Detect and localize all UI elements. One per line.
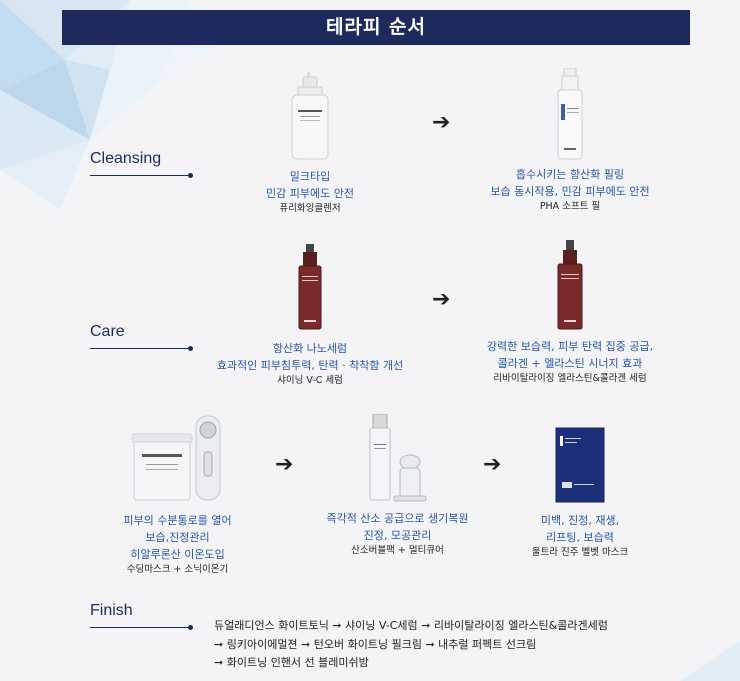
product-desc-2: 효과적인 피부침투력, 탄력 · 착착함 개선 bbox=[215, 357, 405, 374]
arrow-icon: ➔ bbox=[432, 287, 450, 312]
product-oxygen-bubble-pack: 즉각적 산소 공급으로 생기복원 진정, 모공관리 산소버블팩 + 멀티큐어 bbox=[315, 414, 480, 558]
revitalizing-serum-bottle-image bbox=[555, 240, 585, 330]
section-divider-care bbox=[90, 348, 190, 349]
section-label-finish: Finish bbox=[90, 602, 133, 620]
arrow-icon: ➔ bbox=[483, 452, 501, 477]
product-desc-2: 리프팅, 보습력 bbox=[520, 529, 640, 546]
product-name: 퓨리화잉클렌저 bbox=[235, 202, 385, 216]
product-name: 울트라 진주 벨벳 마스크 bbox=[520, 546, 640, 560]
product-desc-1: 즉각적 산소 공급으로 생기복원 bbox=[315, 510, 480, 527]
vc-serum-bottle-image bbox=[296, 244, 324, 330]
product-pha-soft-peel: 흡수시키는 항산화 필링 보습 동시작용, 민감 피부에도 안전 PHA 소프트… bbox=[470, 68, 670, 214]
product-desc-3: 히알루론산 이온도입 bbox=[105, 546, 250, 563]
finish-line-1: 듀얼래디언스 화이트토닉 ➞ 샤이닝 V-C세럼 ➞ 리바이탈라이징 엘라스틴&… bbox=[214, 617, 608, 636]
velvet-mask-sheet-image bbox=[554, 426, 606, 504]
product-shining-vc-serum: 항산화 나노세럼 효과적인 피부침투력, 탄력 · 착착함 개선 샤이닝 V-C… bbox=[215, 244, 405, 388]
product-desc-2: 콜라겐 + 엘라스틴 시너지 효과 bbox=[470, 355, 670, 372]
product-name: 산소버블팩 + 멀티큐어 bbox=[315, 544, 480, 558]
section-divider-finish bbox=[90, 627, 190, 628]
product-desc-1: 항산화 나노세럼 bbox=[215, 340, 405, 357]
product-name: PHA 소프트 필 bbox=[470, 200, 670, 214]
product-desc-1: 밀크타입 bbox=[235, 168, 385, 185]
finish-line-3: ➞ 화이트닝 인핸서 선 블레미쉬밤 bbox=[214, 654, 608, 673]
peel-bottle-image bbox=[555, 68, 585, 160]
product-desc-2: 진정, 모공관리 bbox=[315, 527, 480, 544]
product-desc-2: 보습 동시작용, 민감 피부에도 안전 bbox=[470, 183, 670, 200]
product-desc-1: 피부의 수분통로를 열어 bbox=[105, 512, 250, 529]
product-name: 리바이탈라이징 엘라스틴&콜라겐 세럼 bbox=[470, 372, 670, 386]
page-title: 테라피 순서 bbox=[62, 10, 690, 45]
product-desc-1: 흡수시키는 항산화 필링 bbox=[470, 166, 670, 183]
product-desc-2: 보습,진정관리 bbox=[105, 529, 250, 546]
section-label-care: Care bbox=[90, 323, 125, 341]
bubble-pack-bottle-image bbox=[366, 414, 430, 502]
product-revitalizing-serum: 강력한 보습력, 피부 탄력 집중 공급, 콜라겐 + 엘라스틴 시너지 효과 … bbox=[470, 240, 670, 386]
product-pearl-velvet-mask: 미백, 진정, 재생, 리프팅, 보습력 울트라 진주 벨벳 마스크 bbox=[520, 426, 640, 560]
arrow-icon: ➔ bbox=[275, 452, 293, 477]
finish-line-2: ➞ 링키아이에멀젼 ➞ 턴오버 화이트닝 필크림 ➞ 내추럴 퍼펙트 선크림 bbox=[214, 636, 608, 655]
product-desc-1: 강력한 보습력, 피부 탄력 집중 공급, bbox=[470, 338, 670, 355]
finish-routine: 듀얼래디언스 화이트토닉 ➞ 샤이닝 V-C세럼 ➞ 리바이탈라이징 엘라스틴&… bbox=[214, 617, 608, 673]
product-name: 샤이닝 V-C 세럼 bbox=[215, 374, 405, 388]
cleanser-bottle-image bbox=[290, 72, 330, 160]
product-soothing-mask-ion-device: 피부의 수분통로를 열어 보습,진정관리 히알루론산 이온도입 수딩마스크 + … bbox=[105, 414, 250, 577]
section-label-cleansing: Cleansing bbox=[90, 150, 161, 168]
section-divider-cleansing bbox=[90, 175, 190, 176]
product-purifying-cleanser: 밀크타입 민감 피부에도 안전 퓨리화잉클렌저 bbox=[235, 72, 385, 216]
mask-jar-and-device-image bbox=[132, 414, 224, 504]
arrow-icon: ➔ bbox=[432, 110, 450, 135]
product-desc-1: 미백, 진정, 재생, bbox=[520, 512, 640, 529]
product-desc-2: 민감 피부에도 안전 bbox=[235, 185, 385, 202]
product-name: 수딩마스크 + 소닉이온기 bbox=[105, 563, 250, 577]
